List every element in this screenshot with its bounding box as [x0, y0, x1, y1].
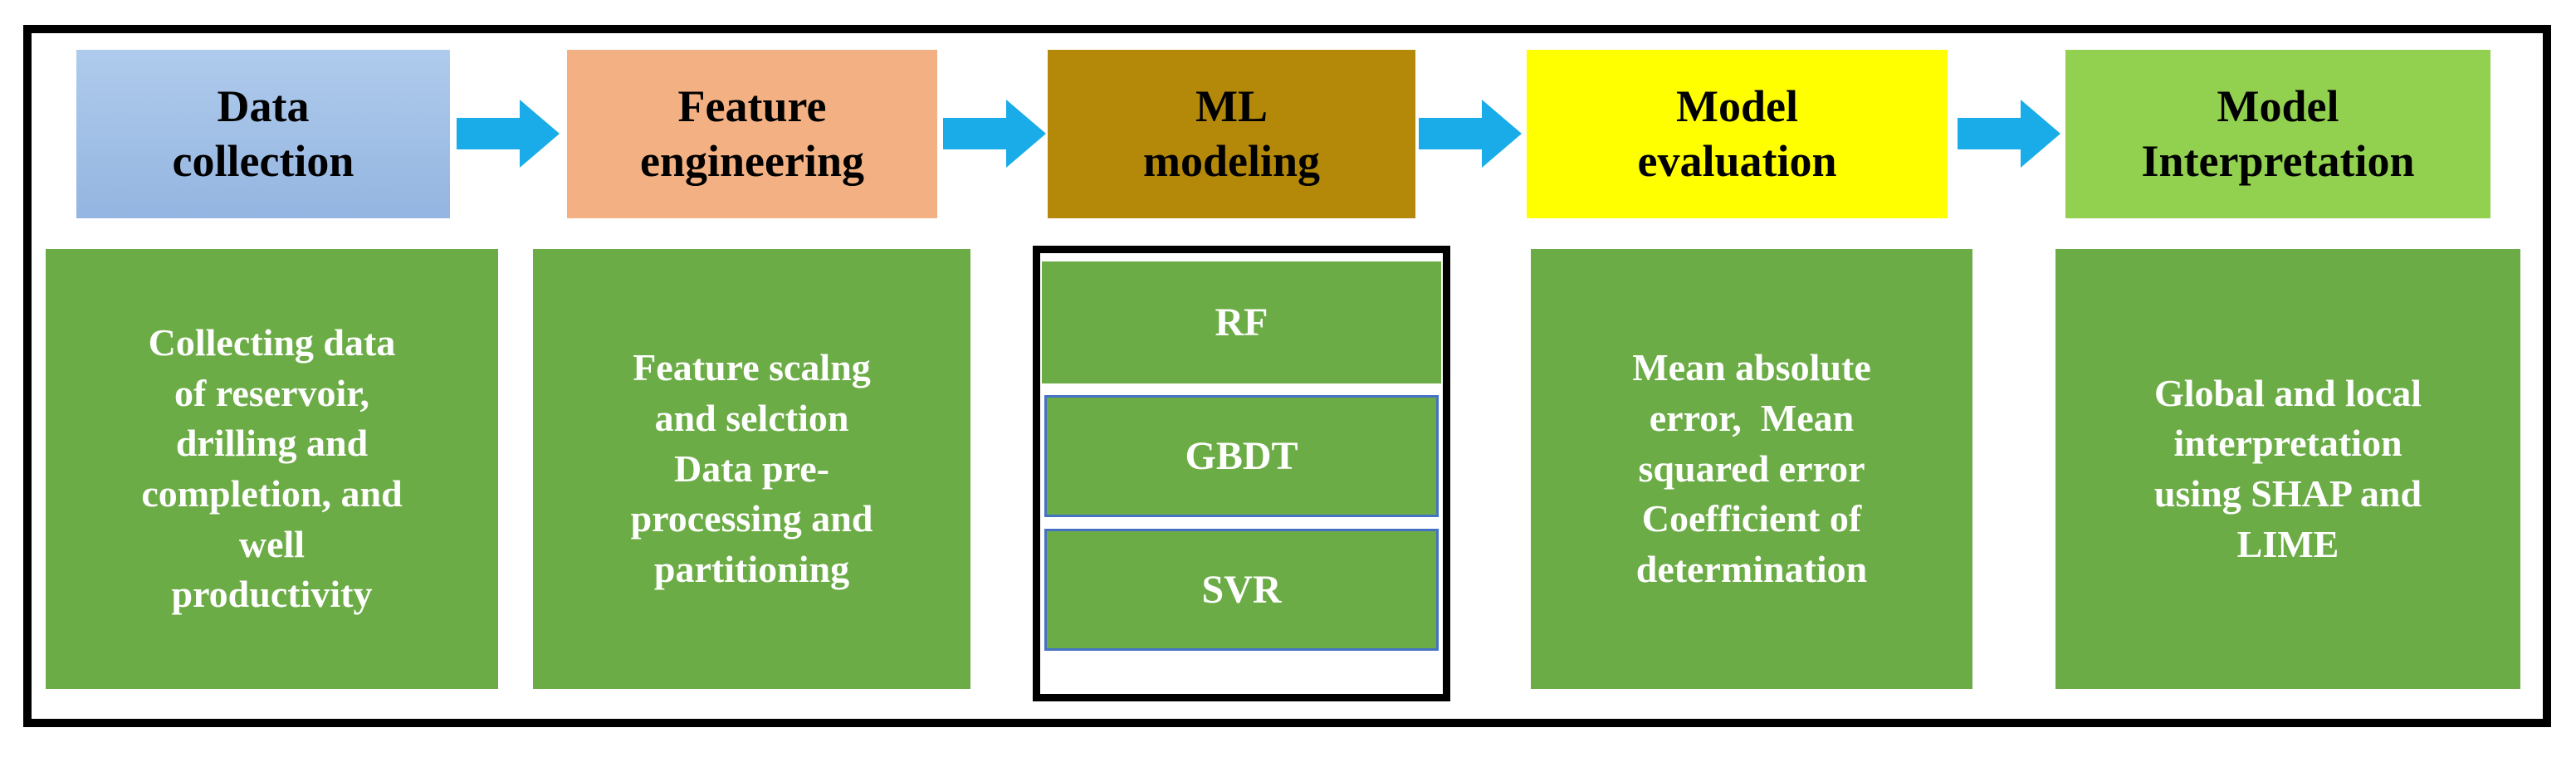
stage-title: Feature engineering	[640, 81, 864, 186]
stage-detail-text: Mean absolute error, Mean squared error …	[1632, 346, 1871, 591]
stage-header-ml-modeling: ML modeling	[1048, 50, 1415, 218]
stage-header-model-evaluation: Model evaluation	[1527, 50, 1948, 218]
stage-header-model-interpretation: Model Interpretation	[2065, 50, 2490, 218]
model-box-svr: SVR	[1044, 529, 1439, 651]
stage-detail-model-interpretation: Global and local interpretation using SH…	[2055, 249, 2520, 689]
diagram-outer-frame	[23, 25, 2551, 727]
stage-title: Model Interpretation	[2141, 81, 2415, 186]
stage-detail-text: Feature scalng and selction Data pre- pr…	[630, 346, 873, 591]
arrow-right-icon	[1958, 100, 2060, 168]
arrow-right-icon	[457, 100, 560, 168]
model-label: GBDT	[1185, 434, 1298, 478]
arrow-right-icon	[943, 100, 1046, 168]
model-box-rf: RF	[1042, 261, 1441, 383]
stage-detail-model-evaluation: Mean absolute error, Mean squared error …	[1531, 249, 1972, 689]
stage-detail-data-collection: Collecting data of reservoir, drilling a…	[46, 249, 498, 689]
stage-title: ML modeling	[1142, 81, 1321, 186]
stage-detail-feature-engineering: Feature scalng and selction Data pre- pr…	[533, 249, 970, 689]
stage-title: Model evaluation	[1637, 81, 1837, 186]
stage-header-feature-engineering: Feature engineering	[567, 50, 937, 218]
stage-detail-text: Collecting data of reservoir, drilling a…	[141, 320, 403, 616]
stage-title: Data collection	[172, 81, 354, 186]
ml-models-container: RF GBDT SVR	[1033, 246, 1450, 701]
stage-header-data-collection: Data collection	[76, 50, 450, 218]
arrow-right-icon	[1419, 100, 1522, 168]
model-label: SVR	[1201, 568, 1282, 612]
model-label: RF	[1215, 300, 1268, 344]
model-box-gbdt: GBDT	[1044, 395, 1439, 517]
stage-detail-text: Global and local interpretation using SH…	[2153, 371, 2422, 565]
